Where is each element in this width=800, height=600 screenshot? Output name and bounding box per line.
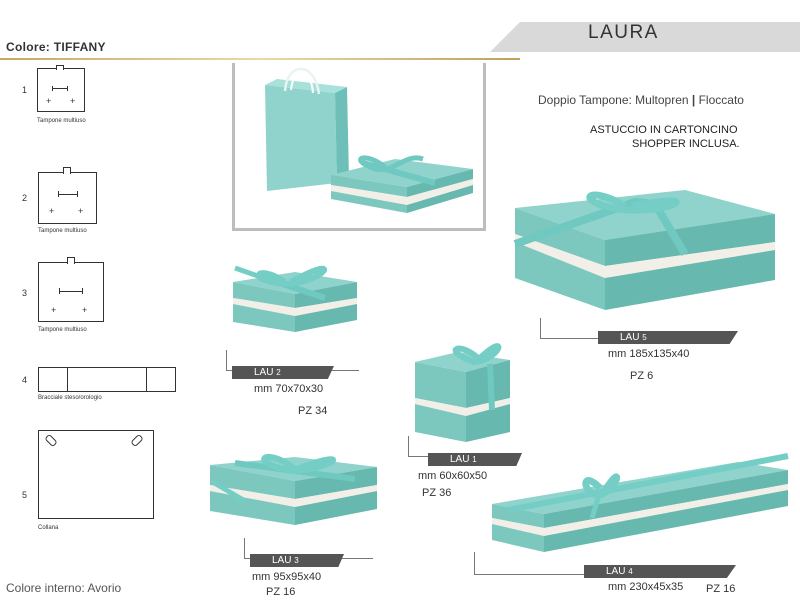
insert-diagram-5 (38, 430, 154, 519)
insert-number-4: 4 (22, 375, 28, 385)
header-divider (0, 58, 520, 60)
lau-2-box-image (233, 265, 357, 332)
lau-4-size: mm 230x45x35 (608, 581, 684, 593)
shopper-included-note: SHOPPER INCLUSA. (632, 138, 740, 150)
lau-1-pieces: PZ 36 (422, 487, 452, 499)
insert-diagram-4 (38, 367, 176, 392)
insert-label-1: Tampone multiuso (37, 118, 86, 124)
lau-4-code-tag: LAU 4 (584, 565, 736, 578)
shopper-photo-frame (232, 63, 486, 231)
insert-label-5: Collana (38, 525, 59, 531)
lau-3-box-image (209, 454, 377, 525)
lau-2-size: mm 70x70x30 (254, 383, 324, 395)
lau-2-pieces: PZ 34 (298, 405, 328, 417)
insert-diagram-3: + + (38, 257, 104, 322)
shopper-bag-illustration (265, 67, 473, 213)
lau-2-code-tag: LAU 2 (232, 366, 334, 379)
insert-label-3: Tampone multiuso (38, 327, 87, 333)
interior-color-note: Colore interno: Avorio (6, 581, 122, 595)
lau-5-box-image (513, 190, 775, 310)
insert-number-3: 3 (22, 288, 28, 298)
insert-number-2: 2 (22, 193, 28, 203)
page-title: LAURA (588, 22, 659, 43)
lau-3-pieces: PZ 16 (266, 586, 296, 598)
lau-3-code-tag: LAU 3 (250, 554, 344, 567)
lau-4-box-image (492, 453, 789, 552)
box-material-note: ASTUCCIO IN CARTONCINO (590, 124, 738, 136)
insert-label-4: Bracciale steso/orologio (38, 395, 102, 401)
lau-1-size: mm 60x60x50 (418, 470, 488, 482)
lau-1-code-tag: LAU 1 (428, 453, 522, 466)
color-label: Colore: TIFFANY (6, 40, 106, 54)
insert-label-2: Tampone multiuso (38, 228, 87, 234)
lau-1-box-image (415, 343, 510, 442)
lau-3-size: mm 95x95x40 (252, 571, 322, 583)
lau-5-code-tag: LAU 5 (598, 331, 738, 344)
insert-diagram-2: + + (38, 167, 97, 224)
lau-5-pieces: PZ 6 (630, 370, 654, 382)
tampone-description: Doppio Tampone: Multopren | Floccato (538, 93, 744, 107)
insert-number-1: 1 (22, 85, 28, 95)
lau-5-size: mm 185x135x40 (608, 348, 690, 360)
insert-number-5: 5 (22, 490, 28, 500)
insert-diagram-1: + + (37, 65, 85, 112)
title-tab-shape (490, 22, 800, 52)
lau-4-pieces: PZ 16 (706, 583, 736, 595)
